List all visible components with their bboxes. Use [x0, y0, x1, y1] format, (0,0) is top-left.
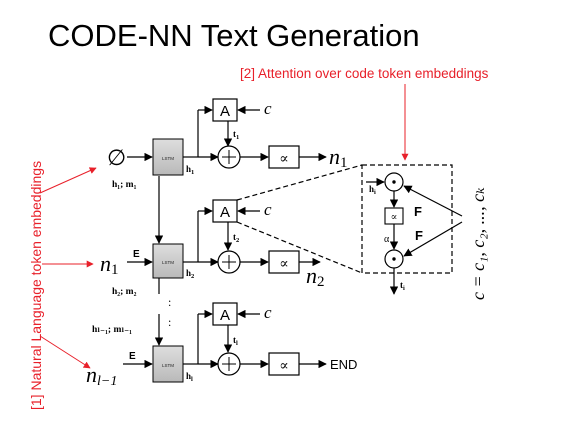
- code-to-dot-arrow: [403, 185, 463, 217]
- zoom-softmax-label: ∝: [391, 212, 398, 223]
- row3-output-end: END: [330, 357, 357, 372]
- zoom-context-t-label: ti: [400, 280, 405, 292]
- row1-attention-box: [212, 98, 238, 122]
- slide-title: CODE-NN Text Generation: [48, 18, 420, 53]
- row2-hidden-state-label: h2: [186, 268, 194, 280]
- decoder-step-l: hₗ₋₁; mₗ₋₁ nl−1 E LSTM hl A c tl ∝ END: [86, 302, 357, 389]
- row3-state-label: hₗ₋₁; mₗ₋₁: [92, 325, 132, 335]
- row3-embedding-e-label: E: [129, 351, 136, 362]
- row2-code-input-c: c: [264, 200, 272, 219]
- row3-lstm-box: [152, 345, 184, 383]
- row3-hidden-state-label: hl: [186, 371, 193, 383]
- row3-attention-box: [212, 302, 238, 326]
- decoder-step-2: n1 E LSTM h2 A c t2 ∝ n2 h₂; m₂ : :: [100, 199, 325, 329]
- row2-input-token: n1: [100, 251, 119, 278]
- attention-detail: hi ∝ α ti F F c = c₁, c₂, ..., cₖ: [236, 164, 488, 300]
- zoom-guide-bottom: [236, 221, 363, 274]
- row2-attention-label: A: [220, 204, 230, 221]
- zoom-guide-top: [236, 164, 363, 201]
- row2-softmax-label: ∝: [279, 257, 288, 272]
- nl-annotation-arrow-1: [39, 167, 97, 194]
- row1-output-token: n1: [329, 144, 348, 171]
- nl-embeddings-annotation: [1] Natural Language token embeddings: [28, 161, 44, 410]
- row3-softmax-label: ∝: [279, 359, 288, 374]
- row2-lstm-box: [152, 243, 184, 279]
- zoom-hidden-h-label: hi: [369, 184, 376, 196]
- row2-context-t-label: t2: [233, 232, 239, 244]
- row1-state-label: h₁; m₁: [112, 180, 137, 190]
- row3-attention-label: A: [220, 307, 230, 324]
- row1-hidden-state-label: h1: [186, 164, 194, 176]
- zoom-alpha-label: α: [384, 234, 390, 245]
- row2-lstm-label: LSTM: [162, 260, 174, 265]
- row3-lstm-label: LSTM: [162, 363, 174, 368]
- code-to-sum-arrow: [403, 221, 463, 257]
- row3-input-token: nl−1: [86, 362, 117, 389]
- code-token-sequence: c = c₁, c₂, ..., cₖ: [468, 187, 488, 300]
- row1-attention-label: A: [220, 103, 230, 120]
- row3-code-input-c: c: [264, 303, 272, 322]
- row1-input-empty-symbol: ∅: [107, 145, 126, 170]
- row3-context-t-label: tl: [233, 335, 238, 347]
- row2-attention-box: [212, 199, 238, 223]
- row2-state-label: h₂; m₂: [112, 287, 137, 297]
- row1-context-t-label: t1: [233, 129, 239, 141]
- attention-detail-frame: [361, 164, 453, 274]
- ellipsis-dots-2: :: [168, 315, 171, 329]
- row1-lstm-box: [152, 138, 184, 176]
- row2-embedding-e-label: E: [133, 249, 140, 260]
- ellipsis-dots: :: [168, 295, 171, 309]
- zoom-f-label-top: F: [414, 204, 422, 219]
- row1-lstm-label: LSTM: [162, 156, 174, 161]
- row1-code-input-c: c: [264, 99, 272, 118]
- zoom-f-label-bottom: F: [415, 228, 423, 243]
- row1-softmax-label: ∝: [279, 152, 288, 167]
- row2-output-token: n2: [306, 263, 325, 290]
- attention-annotation: [2] Attention over code token embeddings: [240, 66, 489, 81]
- decoder-step-1: ∅ LSTM h1 A c t1 ∝ n1 h₁; m₁: [107, 98, 348, 244]
- nl-annotation-arrow-3: [39, 335, 91, 369]
